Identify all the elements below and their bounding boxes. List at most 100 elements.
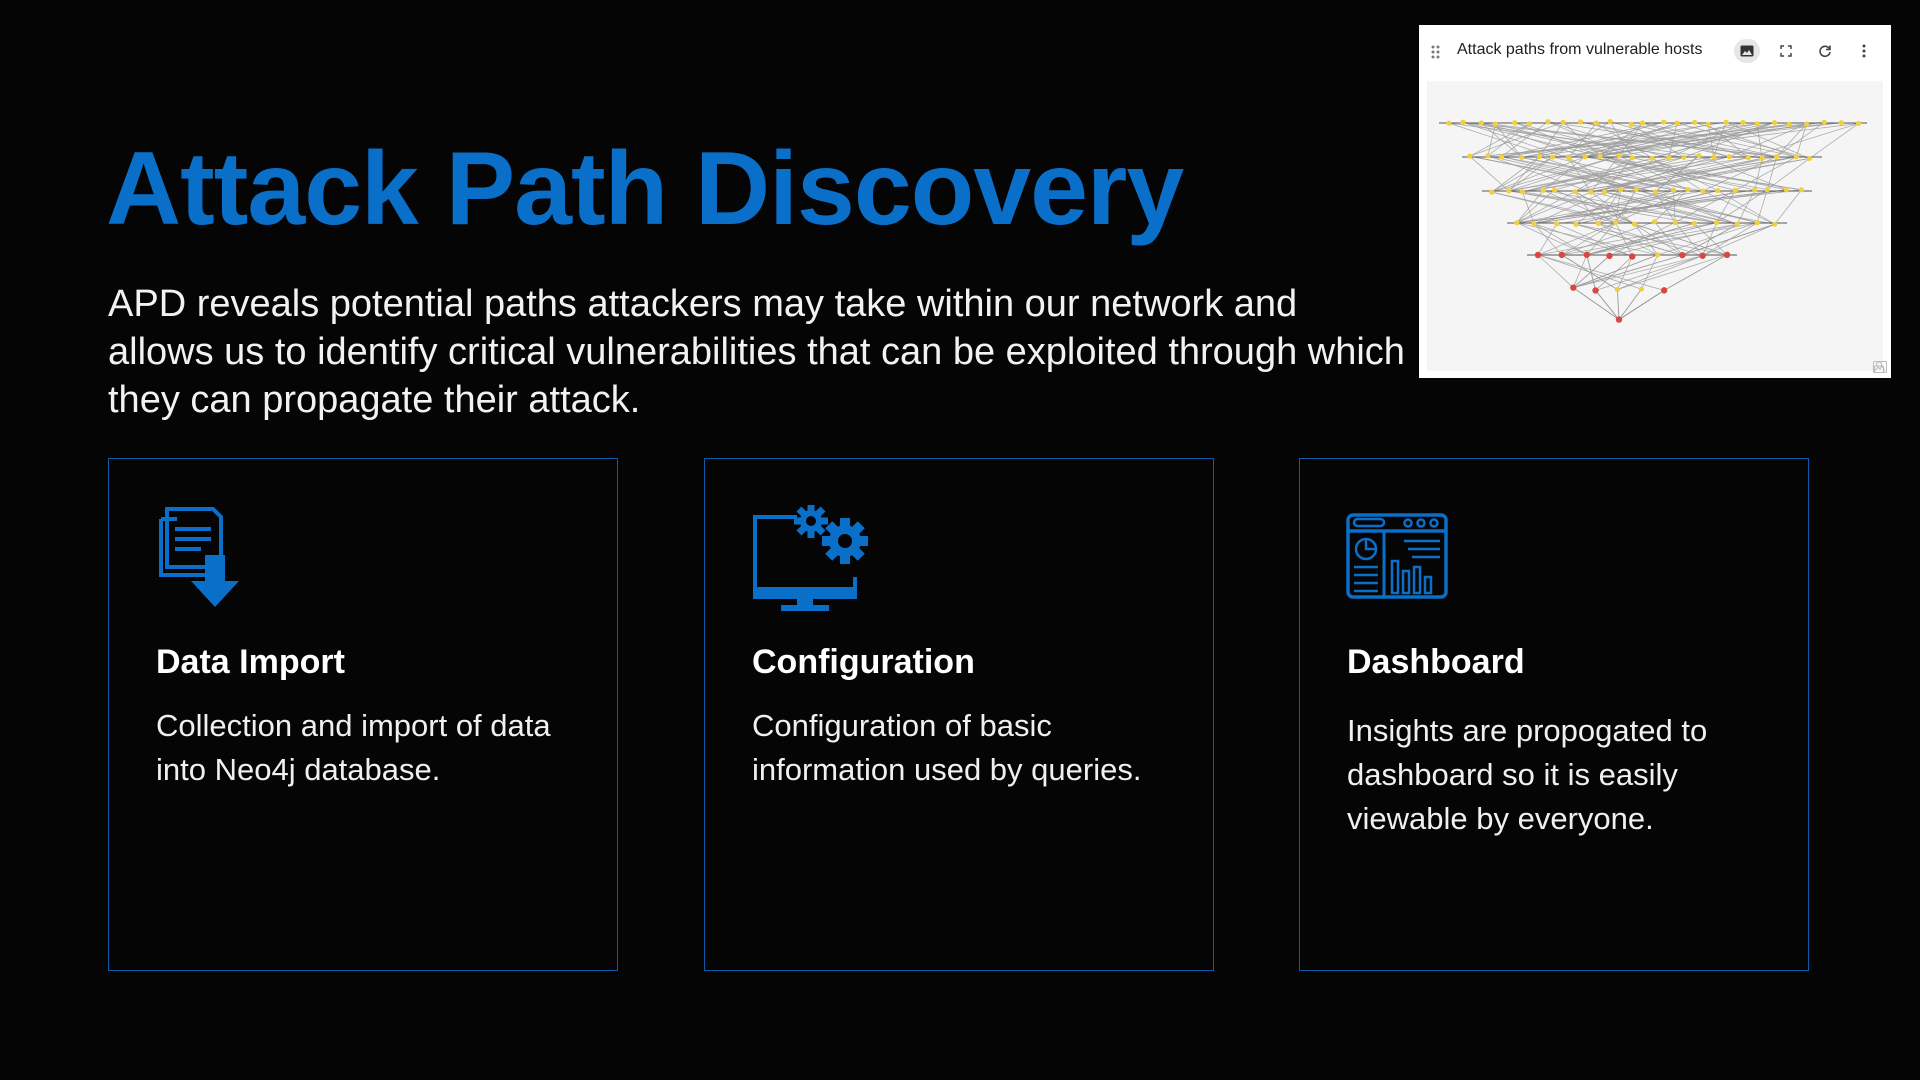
graph-node bbox=[1786, 121, 1792, 127]
graph-edge bbox=[1676, 122, 1810, 159]
graph-edge bbox=[1774, 189, 1802, 225]
graph-node bbox=[1681, 154, 1687, 161]
graph-node bbox=[1670, 187, 1677, 193]
attack-paths-widget[interactable]: Attack paths from vulnerable hosts bbox=[1419, 25, 1891, 378]
widget-header: Attack paths from vulnerable hosts bbox=[1419, 25, 1891, 77]
graph-edge bbox=[1516, 190, 1703, 224]
graph-node bbox=[1764, 186, 1770, 193]
graph-edge bbox=[1568, 122, 1597, 159]
graph-edge bbox=[1487, 124, 1496, 156]
graph-edge bbox=[1501, 121, 1664, 158]
graph-node bbox=[1821, 119, 1827, 125]
graph-edge bbox=[1600, 155, 1802, 191]
graph-node bbox=[1803, 121, 1810, 127]
graph-node bbox=[1754, 220, 1760, 226]
graph-edge bbox=[1756, 189, 1768, 223]
graph-node bbox=[1499, 154, 1505, 160]
graph-node bbox=[1838, 120, 1844, 126]
graph-edge bbox=[1487, 122, 1842, 157]
graph-node bbox=[1629, 155, 1636, 161]
graph-edge bbox=[1767, 158, 1810, 190]
graph-edge bbox=[1491, 191, 1635, 225]
graph-edge bbox=[1674, 190, 1736, 223]
graph-edge bbox=[1604, 156, 1777, 193]
graph-edge bbox=[1632, 157, 1787, 191]
graph-node bbox=[1489, 189, 1495, 195]
graph-node bbox=[1631, 221, 1638, 227]
graph-edge bbox=[1604, 191, 1738, 225]
graph-node bbox=[1692, 119, 1698, 125]
graph-edge bbox=[1522, 191, 1535, 224]
graph-edge bbox=[1543, 189, 1717, 224]
graph-node bbox=[1793, 154, 1799, 160]
graph-node bbox=[1705, 121, 1711, 128]
graph-edge bbox=[1521, 121, 1695, 158]
graph-edge bbox=[1573, 255, 1610, 288]
graph-edge bbox=[1586, 254, 1596, 291]
graph-node bbox=[1566, 155, 1572, 161]
graph-node bbox=[1638, 286, 1645, 292]
drag-handle-icon[interactable] bbox=[1431, 45, 1441, 59]
graph-edge bbox=[1501, 156, 1674, 191]
graph-edge bbox=[1618, 290, 1665, 320]
monitor-gears-icon bbox=[751, 504, 871, 615]
graph-edge bbox=[1568, 157, 1592, 193]
graph-node bbox=[1783, 187, 1790, 193]
graph-edge bbox=[1615, 189, 1637, 223]
graph-edge bbox=[1533, 191, 1605, 225]
graph-node bbox=[1855, 120, 1862, 127]
graph-edge bbox=[1573, 255, 1703, 289]
document-download-icon bbox=[155, 505, 275, 615]
graph-edge bbox=[1809, 123, 1859, 159]
graph-node bbox=[1685, 187, 1691, 193]
graph-edge bbox=[1487, 155, 1637, 190]
graph-edge bbox=[1636, 189, 1738, 225]
graph-edge bbox=[1636, 156, 1797, 190]
graph-edge bbox=[1539, 156, 1637, 190]
graph-edge bbox=[1469, 155, 1510, 192]
image-icon[interactable] bbox=[1734, 39, 1760, 63]
graph-edge bbox=[1561, 223, 1738, 256]
graph-edge bbox=[1641, 254, 1659, 290]
fullscreen-icon[interactable] bbox=[1773, 39, 1799, 63]
graph-edge bbox=[1617, 256, 1633, 290]
graph-node bbox=[1478, 120, 1484, 126]
graph-edge bbox=[1573, 287, 1620, 320]
graph-node bbox=[1628, 121, 1634, 128]
card-configuration: Configuration Configuration of basic inf… bbox=[704, 458, 1214, 971]
graph-edge bbox=[1776, 121, 1825, 157]
attack-path-graph[interactable] bbox=[1427, 81, 1887, 373]
attack-path-graph-svg bbox=[1439, 119, 1867, 323]
graph-edge bbox=[1574, 157, 1685, 192]
graph-node bbox=[1652, 189, 1658, 195]
graph-node bbox=[1512, 120, 1518, 126]
graph-edge bbox=[1561, 221, 1655, 256]
graph-edge bbox=[1573, 254, 1683, 289]
graph-node bbox=[1655, 252, 1661, 258]
graph-edge bbox=[1663, 254, 1728, 291]
graph-edge bbox=[1609, 222, 1676, 257]
lock-icon[interactable] bbox=[1873, 361, 1885, 373]
graph-edge bbox=[1469, 123, 1530, 157]
graph-edge bbox=[1636, 189, 1758, 224]
graph-edge bbox=[1537, 223, 1558, 256]
graph-edge bbox=[1636, 158, 1810, 190]
graph-edge bbox=[1462, 121, 1569, 159]
graph-edge bbox=[1491, 156, 1553, 193]
graph-edge bbox=[1682, 223, 1738, 256]
graph-node bbox=[1754, 121, 1760, 127]
graph-edge bbox=[1522, 158, 1653, 193]
graph-node bbox=[1715, 187, 1721, 194]
graph-node-critical bbox=[1699, 252, 1706, 259]
more-vert-icon[interactable] bbox=[1851, 39, 1877, 63]
graph-edge bbox=[1537, 222, 1717, 256]
graph-edge bbox=[1620, 189, 1758, 224]
refresh-icon[interactable] bbox=[1812, 39, 1838, 63]
graph-node bbox=[1772, 221, 1778, 227]
graph-edge bbox=[1682, 223, 1775, 256]
graph-edge bbox=[1481, 122, 1620, 157]
graph-edges bbox=[1448, 121, 1859, 320]
graph-node bbox=[1613, 219, 1619, 226]
graph-edge bbox=[1491, 155, 1620, 193]
graph-edge bbox=[1501, 123, 1758, 158]
